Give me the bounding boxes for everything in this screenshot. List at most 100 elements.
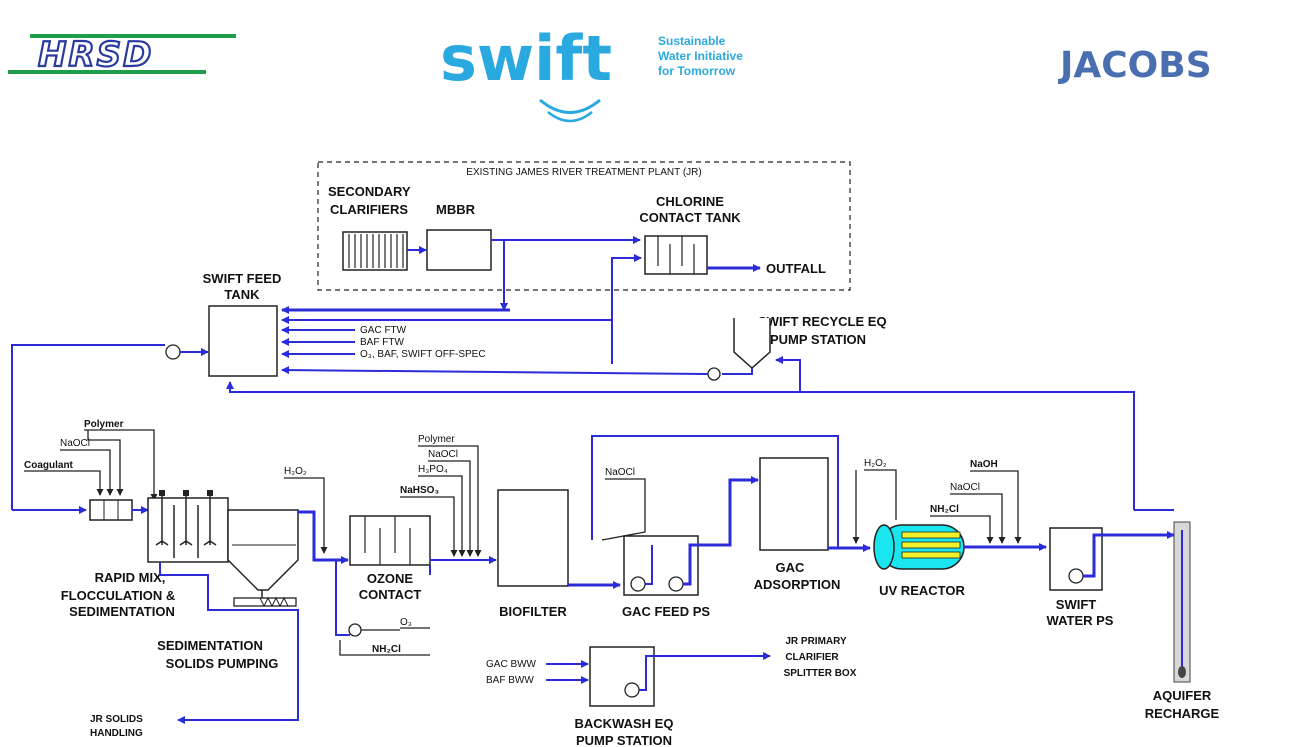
backwash-gac-bww: GAC BWW	[486, 659, 537, 670]
jr-solids-label-1: JR SOLIDS	[90, 714, 143, 725]
feed-input-gac-ftw: GAC FTW	[360, 325, 407, 336]
gac-adsorption-group: GAC ADSORPTION	[754, 457, 871, 592]
gac-label-2: ADSORPTION	[754, 577, 841, 592]
backwash-pump-icon	[624, 682, 640, 698]
rapid-mix-label-3: SEDIMENTATION	[69, 604, 175, 619]
swift-tagline-1: Sustainable	[658, 34, 726, 48]
chem-coagulant: Coagulant	[24, 460, 74, 471]
chlorine-tank-label-2: CONTACT TANK	[639, 210, 741, 225]
swift-water-ps-group: SWIFT WATER PS	[1047, 509, 1175, 628]
swift-feed-tank	[208, 305, 278, 377]
gac-contactor-tank	[759, 457, 829, 551]
solids-screw-pump	[233, 597, 297, 607]
feed-tank-label-2: TANK	[224, 287, 260, 302]
outfall-label: OUTFALL	[766, 261, 826, 276]
ozone-nh2cl: NH₂Cl	[372, 644, 401, 655]
sedimentation-clarifier	[227, 509, 299, 591]
swift-logo-text: swift	[440, 22, 612, 95]
secondary-clarifier-tank	[342, 231, 408, 271]
chem-polymer-1: Polymer	[84, 419, 124, 430]
jr-primary-label-2: CLARIFIER	[785, 652, 839, 663]
recycle-label-2: PUMP STATION	[770, 332, 866, 347]
uv-h2o2: H₂O₂	[864, 458, 887, 469]
solids-label-1: SEDIMENTATION	[157, 638, 263, 653]
secondary-clarifiers-label-1: SECONDARY	[328, 184, 411, 199]
biofilter-chemicals: Polymer NaOCl H₃PO₄ NaHSO₃	[400, 434, 482, 557]
gac-bypass-line	[591, 435, 839, 548]
swift-water-label-2: WATER PS	[1047, 613, 1114, 628]
gac-feed-pump-2-icon	[668, 576, 684, 592]
jr-primary-label-3: SPLITTER BOX	[784, 668, 857, 679]
existing-plant-group: EXISTING JAMES RIVER TREATMENT PLANT (JR…	[317, 161, 851, 320]
chem-naocl-1: NaOCl	[60, 438, 90, 449]
solids-label-2: SOLIDS PUMPING	[166, 656, 279, 671]
hrsd-logo: HRSD	[8, 34, 236, 76]
backwash-baf-bww: BAF BWW	[486, 675, 534, 686]
ozone-o3: O₃	[400, 617, 412, 628]
recycle-hopper	[733, 318, 771, 370]
feed-input-offspec: O₃, BAF, SWIFT OFF-SPEC	[360, 349, 486, 360]
swift-logo: swift Sustainable Water Initiative for T…	[440, 22, 743, 123]
biofilter-tank	[497, 489, 569, 587]
rapid-mix-tank	[89, 499, 133, 521]
aquifer-recharge-group: AQUIFER RECHARGE	[1145, 521, 1220, 721]
rapid-mix-group: Polymer NaOCl Coagulant RAPID MIX, FLOCC…	[24, 419, 299, 739]
jr-solids-label-2: HANDLING	[90, 728, 143, 739]
uv-reactor-group: H₂O₂ NaOH NaOCl NH₂Cl UV REACTOR	[852, 458, 1047, 598]
swift-water-label-1: SWIFT	[1056, 597, 1096, 612]
flocculation-tank	[147, 497, 229, 563]
recycle-label-1: SWIFT RECYCLE EQ	[758, 314, 887, 329]
offspec-return-line	[226, 381, 1135, 510]
feed-pump-icon	[165, 344, 181, 360]
gac-feed-label: GAC FEED PS	[622, 604, 710, 619]
ozone-contact-group: H₂O₂ OZONE CONTACT O₃ NH₂Cl	[284, 466, 496, 656]
ozone-label-1: OZONE	[367, 571, 414, 586]
feed-input-baf-ftw: BAF FTW	[360, 337, 404, 348]
gac-feed-group: NaOCl GAC FEED PS	[591, 435, 839, 619]
jacobs-logo-text: JACOBS	[1057, 45, 1212, 86]
uv-naoh: NaOH	[970, 459, 998, 470]
feed-tank-label-1: SWIFT FEED	[203, 271, 282, 286]
jacobs-logo: JACOBS	[1057, 45, 1212, 86]
rapid-mix-label-1: RAPID MIX,	[95, 570, 166, 585]
jr-primary-label-1: JR PRIMARY	[785, 636, 847, 647]
chem-nahso3: NaHSO₃	[400, 485, 439, 496]
gac-feed-naocl: NaOCl	[605, 467, 635, 478]
gac-label-1: GAC	[776, 560, 806, 575]
chlorine-tank-label-1: CHLORINE	[656, 194, 724, 209]
biofilter-group: BIOFILTER	[497, 489, 621, 619]
mbbr-tank	[426, 229, 492, 271]
existing-plant-boundary	[317, 161, 851, 291]
mbbr-label: MBBR	[436, 202, 476, 217]
uv-reactor-label: UV REACTOR	[879, 583, 965, 598]
secondary-clarifiers-label-2: CLARIFIERS	[330, 202, 408, 217]
hrsd-logo-text: HRSD	[38, 35, 153, 75]
biofilter-label: BIOFILTER	[499, 604, 567, 619]
backwash-label-1: BACKWASH EQ	[575, 716, 674, 731]
swift-water-pump-icon	[1068, 568, 1084, 584]
uv-naocl: NaOCl	[950, 482, 980, 493]
recycle-pump-station-group: SWIFT RECYCLE EQ PUMP STATION	[281, 314, 887, 392]
aquifer-label-1: AQUIFER	[1153, 688, 1212, 703]
swift-tagline-3: for Tomorrow	[658, 64, 736, 78]
chem-h3po4: H₃PO₄	[418, 464, 448, 475]
gac-feed-pump-1-icon	[630, 576, 646, 592]
chem-naocl-2: NaOCl	[428, 449, 458, 460]
chlorine-contact-tank	[644, 235, 708, 275]
ozone-pump-icon	[348, 623, 362, 637]
ozone-h2o2: H₂O₂	[284, 466, 307, 477]
ozone-label-2: CONTACT	[359, 587, 422, 602]
backwash-label-2: PUMP STATION	[576, 733, 672, 747]
existing-plant-title: EXISTING JAMES RIVER TREATMENT PLANT (JR…	[466, 167, 701, 178]
uv-nh2cl: NH₂Cl	[930, 504, 959, 515]
swift-feed-tank-group: SWIFT FEED TANK GAC FTW BAF FTW O₃, BAF,…	[11, 271, 612, 514]
backwash-eq-group: GAC BWW BAF BWW JR PRIMARY CLARIFIER SPL…	[486, 636, 857, 747]
aquifer-label-2: RECHARGE	[1145, 706, 1220, 721]
backwash-eq-tank	[589, 646, 655, 707]
rapid-mix-label-2: FLOCCULATION &	[61, 588, 176, 603]
swift-tagline-2: Water Initiative	[658, 49, 743, 63]
chem-polymer-2: Polymer	[418, 434, 455, 445]
recycle-pump-icon	[707, 367, 721, 381]
ozone-contact-tank	[349, 515, 431, 566]
